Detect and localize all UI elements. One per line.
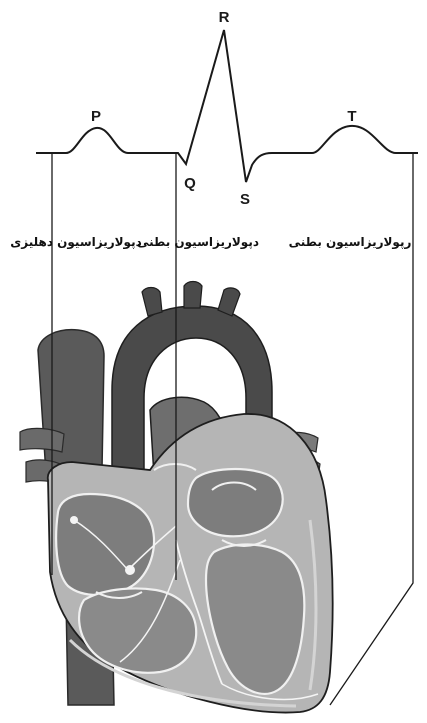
- label-ventricular-repolarization: رپولاریزاسیون بطنی: [289, 235, 412, 250]
- label-p-wave: P: [91, 108, 101, 125]
- ecg-waveform: [36, 30, 418, 182]
- label-ventricular-depolarization: دپولاریزاسیون بطنی: [137, 235, 259, 250]
- superior-vena-cava: [38, 330, 104, 474]
- brachiocephalic-artery: [142, 288, 162, 317]
- label-s-wave: S: [240, 191, 250, 208]
- sa-node: [70, 516, 78, 524]
- left-atrium: [188, 469, 283, 536]
- label-t-wave: T: [347, 108, 356, 125]
- left-subclavian-artery: [218, 288, 240, 316]
- pulmonary-vein-left-upper: [20, 428, 64, 452]
- label-atrial-depolarization: دپولاریزاسیون دهلیزی: [10, 235, 142, 250]
- av-node: [125, 565, 135, 575]
- label-q-wave: Q: [184, 175, 196, 192]
- left-carotid-artery: [184, 282, 202, 309]
- label-r-wave: R: [219, 9, 230, 26]
